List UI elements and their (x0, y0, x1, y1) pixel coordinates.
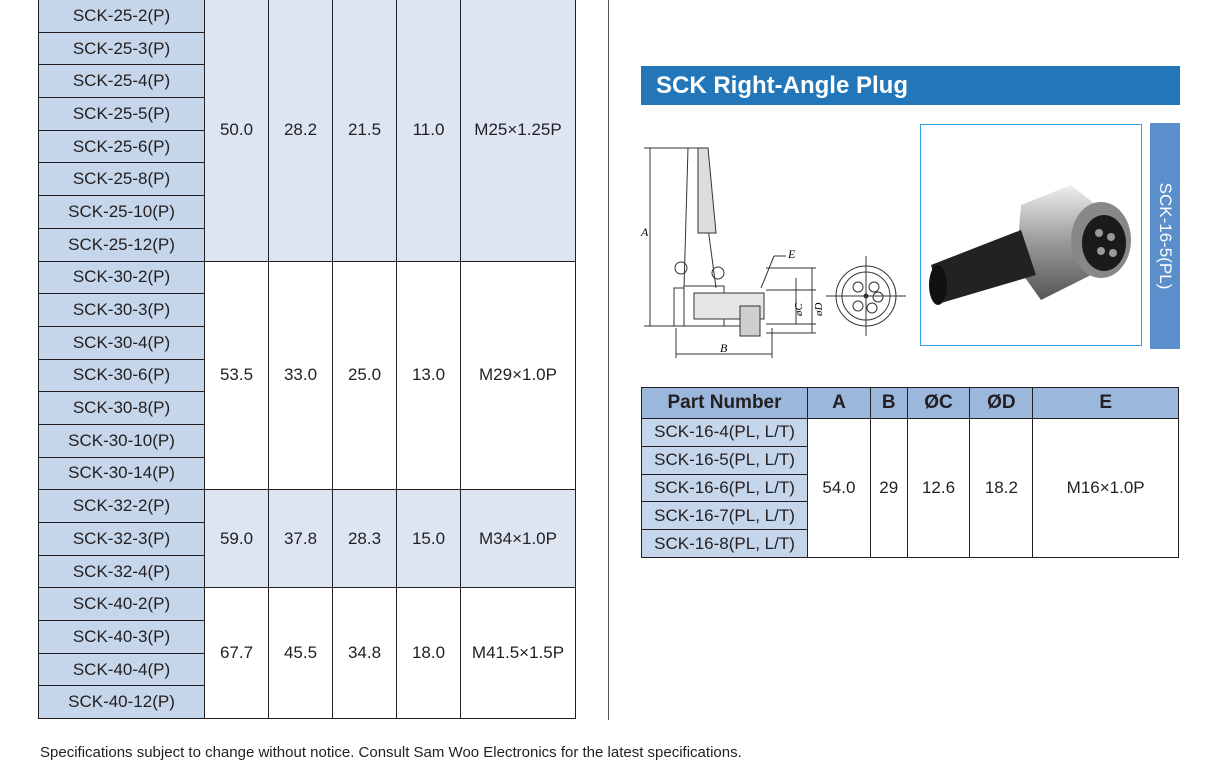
label-c: øC (793, 303, 805, 318)
dim-d-cell: 18.2 (969, 418, 1034, 558)
part-number-cell: SCK-40-12(P) (38, 685, 205, 720)
dim-c-cell: 25.0 (332, 260, 397, 491)
table-row: SCK-32-4(P) (38, 554, 576, 589)
table-row: SCK-16-7(PL, L/T) (641, 501, 1179, 531)
part-number-cell: SCK-25-10(P) (38, 195, 205, 229)
part-number-cell: SCK-30-14(P) (38, 456, 205, 491)
dim-e-cell: M29×1.0P (460, 260, 576, 491)
part-number-cell: SCK-30-8(P) (38, 391, 205, 425)
part-number-cell: SCK-30-10(P) (38, 423, 205, 458)
part-number-cell: SCK-16-4(PL, L/T) (641, 418, 808, 447)
table-row: SCK-16-5(PL, L/T) (641, 445, 1179, 475)
table-row: SCK-16-8(PL, L/T) (641, 529, 1179, 558)
dim-a-cell: 50.0 (204, 0, 269, 262)
photo-label: SCK-16-5(PL) (1150, 123, 1180, 349)
part-number-cell: SCK-40-3(P) (38, 620, 205, 654)
part-number-cell: SCK-30-6(P) (38, 358, 205, 393)
table-row: SCK-25-10(P) (38, 195, 576, 229)
part-number-cell: SCK-32-2(P) (38, 489, 205, 523)
part-number-cell: SCK-25-5(P) (38, 97, 205, 131)
dim-d-cell: 11.0 (396, 0, 461, 262)
dim-b-cell: 37.8 (268, 489, 333, 589)
part-number-cell: SCK-16-6(PL, L/T) (641, 473, 808, 503)
dim-a-cell: 53.5 (204, 260, 269, 491)
column-header: ØD (969, 387, 1034, 419)
column-divider (608, 0, 609, 720)
part-number-cell: SCK-16-8(PL, L/T) (641, 529, 808, 558)
table-row: SCK-25-3(P) (38, 31, 576, 66)
part-number-cell: SCK-32-3(P) (38, 522, 205, 556)
table-row: SCK-30-14(P) (38, 456, 576, 491)
dim-e-cell: M25×1.25P (460, 0, 576, 262)
dim-e-cell: M34×1.0P (460, 489, 576, 589)
part-number-cell: SCK-30-4(P) (38, 325, 205, 360)
dim-b-cell: 45.5 (268, 587, 333, 720)
footer-note: Specifications subject to change without… (40, 744, 742, 761)
part-number-cell: SCK-25-8(P) (38, 162, 205, 197)
table-row: SCK-30-4(P) (38, 325, 576, 360)
dim-e-cell: M16×1.0P (1032, 418, 1179, 558)
part-number-cell: SCK-40-4(P) (38, 652, 205, 687)
part-number-cell: SCK-30-2(P) (38, 260, 205, 295)
part-number-cell: SCK-25-6(P) (38, 129, 205, 164)
table-row: SCK-30-3(P) (38, 293, 576, 327)
column-header: ØC (906, 387, 971, 419)
photo-label-text: SCK-16-5(PL) (1156, 182, 1175, 290)
technical-drawing: A B E øC øD (640, 147, 825, 358)
dim-e-cell: M41.5×1.5P (460, 587, 576, 720)
column-header: Part Number (641, 387, 808, 419)
table-row: SCK-16-6(PL, L/T) (641, 473, 1179, 503)
pin-face-drawing (826, 256, 906, 336)
part-number-cell: SCK-30-3(P) (38, 293, 205, 327)
dim-d-cell: 13.0 (396, 260, 461, 491)
part-number-cell: SCK-25-3(P) (38, 31, 205, 66)
dim-c-cell: 21.5 (332, 0, 397, 262)
label-a: A (640, 225, 649, 239)
column-header: E (1032, 387, 1179, 419)
dim-c-cell: 12.6 (906, 418, 971, 558)
table-row: SCK-40-12(P) (38, 685, 576, 720)
table-row: SCK-25-12(P) (38, 227, 576, 262)
product-photo (920, 124, 1142, 346)
part-number-cell: SCK-25-12(P) (38, 227, 205, 262)
label-b: B (720, 341, 728, 355)
label-d: øD (813, 303, 825, 318)
column-header: B (869, 387, 908, 419)
table-row: SCK-25-6(P) (38, 129, 576, 164)
label-e: E (787, 247, 796, 261)
table-row: SCK-30-8(P) (38, 391, 576, 425)
table-row: SCK-32-3(P) (38, 522, 576, 556)
part-number-cell: SCK-25-4(P) (38, 64, 205, 99)
dim-b-cell: 29 (869, 418, 908, 558)
table-row: SCK-25-8(P) (38, 162, 576, 197)
part-number-cell: SCK-16-5(PL, L/T) (641, 445, 808, 475)
dim-a-cell: 54.0 (807, 418, 871, 558)
column-header: A (807, 387, 871, 419)
dim-a-cell: 59.0 (204, 489, 269, 589)
part-number-cell: SCK-16-7(PL, L/T) (641, 501, 808, 531)
table-row: SCK-30-6(P) (38, 358, 576, 393)
part-number-cell: SCK-40-2(P) (38, 587, 205, 622)
part-number-cell: SCK-25-2(P) (38, 0, 205, 33)
dim-d-cell: 18.0 (396, 587, 461, 720)
table-row: SCK-40-3(P) (38, 620, 576, 654)
dim-c-cell: 28.3 (332, 489, 397, 589)
table-row: SCK-25-4(P) (38, 64, 576, 99)
dim-d-cell: 15.0 (396, 489, 461, 589)
dim-b-cell: 28.2 (268, 0, 333, 262)
dim-a-cell: 67.7 (204, 587, 269, 720)
section-title: SCK Right-Angle Plug (641, 66, 1180, 105)
part-number-cell: SCK-32-4(P) (38, 554, 205, 589)
dim-c-cell: 34.8 (332, 587, 397, 720)
dim-b-cell: 33.0 (268, 260, 333, 491)
